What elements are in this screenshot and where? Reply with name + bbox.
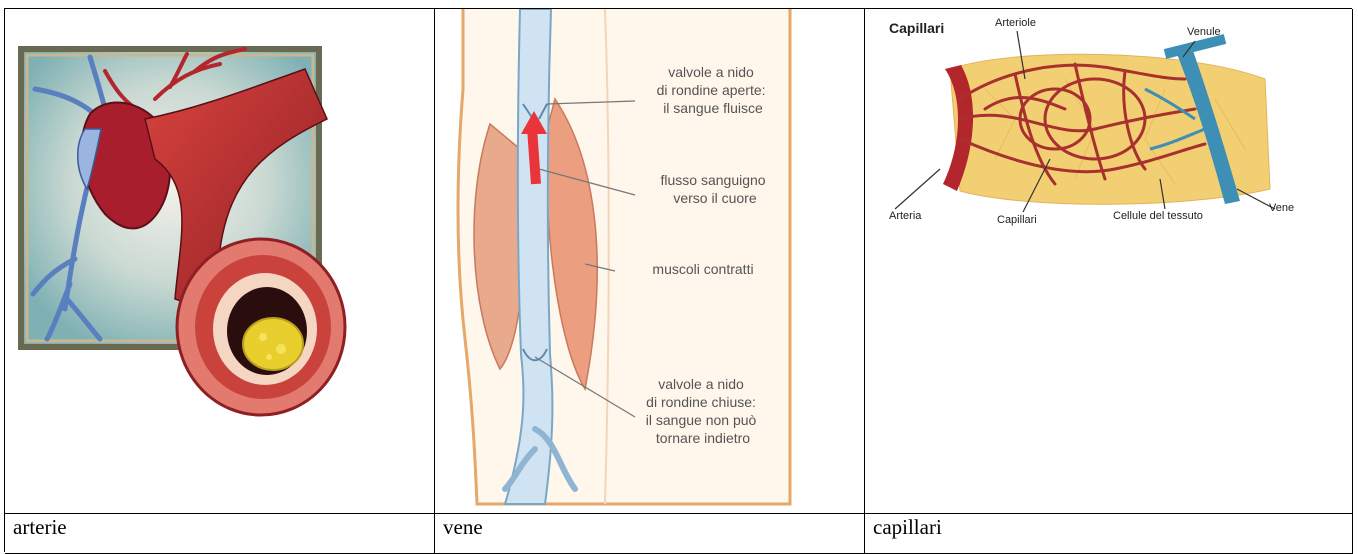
- capillaries-illustration: Capillari Arteriole Venule Arteria Capil…: [865, 9, 1352, 513]
- label-tissue-cells: Cellule del tessuto: [1113, 210, 1203, 222]
- image-table: valvole a nido di rondine aperte: il san…: [4, 8, 1352, 552]
- caption-veins-text: vene: [443, 515, 483, 539]
- capillaries-title: Capillari: [889, 20, 944, 36]
- cell-capillaries-image: Capillari Arteriole Venule Arteria Capil…: [865, 9, 1353, 514]
- caption-capillaries: capillari: [865, 514, 1353, 554]
- label-capillary: Capillari: [997, 214, 1037, 226]
- label-venule: Venule: [1187, 26, 1221, 38]
- plaque: [243, 318, 303, 370]
- label-muscles: muscoli contratti: [652, 261, 753, 277]
- caption-veins: vene: [435, 514, 865, 554]
- arteries-illustration: [5, 9, 434, 513]
- label-vein: Vene: [1269, 202, 1294, 214]
- label-arteriole: Arteriole: [995, 17, 1036, 29]
- label-valves-open: valvole a nido di rondine aperte: il san…: [657, 64, 770, 116]
- caption-capillaries-text: capillari: [873, 515, 942, 539]
- caption-arteries: arterie: [5, 514, 435, 554]
- label-artery: Arteria: [889, 210, 922, 222]
- cell-arteries-image: [5, 9, 435, 514]
- veins-illustration: valvole a nido di rondine aperte: il san…: [435, 9, 864, 513]
- cell-veins-image: valvole a nido di rondine aperte: il san…: [435, 9, 865, 514]
- caption-arteries-text: arterie: [13, 515, 67, 539]
